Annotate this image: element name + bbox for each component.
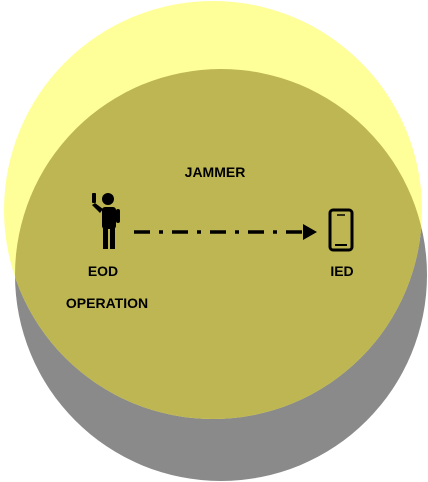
smartphone-icon (328, 208, 354, 252)
overlap-region (15, 69, 422, 419)
person-phone-icon (92, 193, 120, 249)
eod-label: EOD (88, 263, 118, 279)
jammer-label: JAMMER (185, 164, 246, 180)
operation-label: OPERATION (66, 295, 148, 311)
dash-dot-arrow (134, 224, 317, 240)
ied-label: IED (330, 263, 353, 279)
